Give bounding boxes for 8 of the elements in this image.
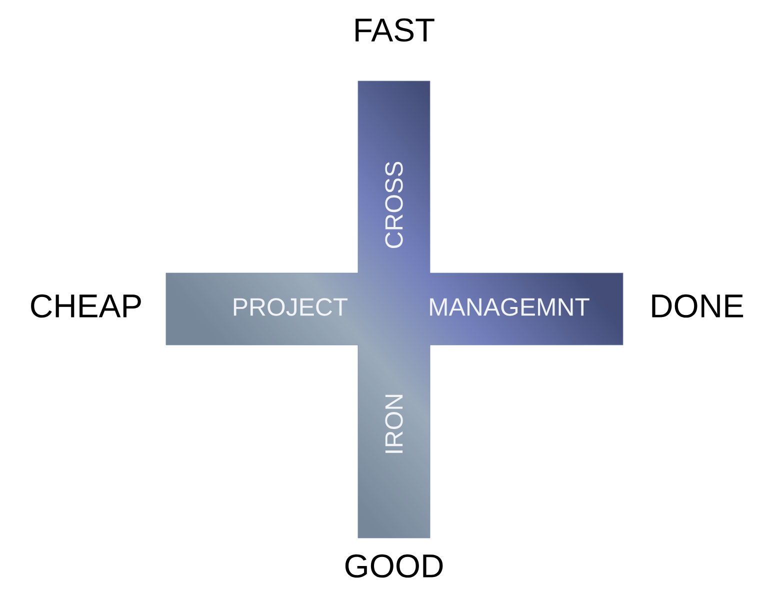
end-label: DONE bbox=[652, 294, 744, 318]
end-label: CHEAP bbox=[31, 294, 141, 318]
arm-label: CROSS bbox=[385, 162, 403, 248]
end-label: FAST bbox=[356, 18, 434, 42]
arm-label: MANAGEMNT bbox=[430, 298, 590, 316]
arm-label: PROJECT bbox=[234, 298, 348, 316]
arm-label: IRON bbox=[385, 394, 403, 453]
end-label: GOOD bbox=[345, 554, 443, 578]
